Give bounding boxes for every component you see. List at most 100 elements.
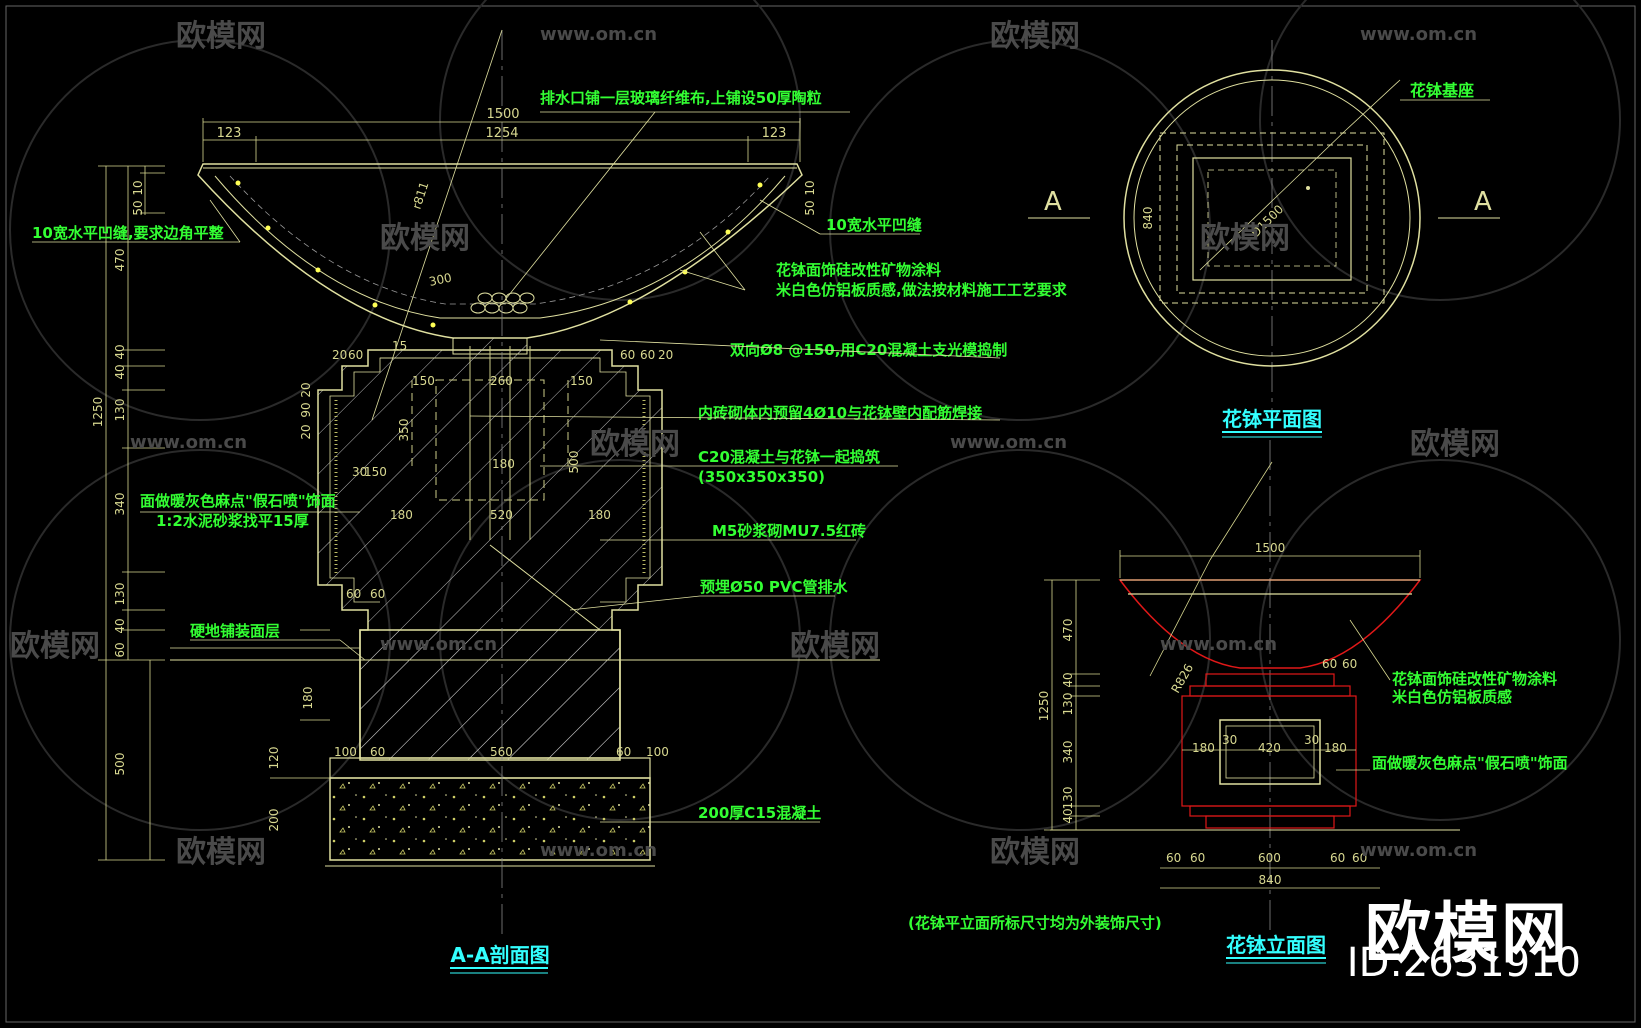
elev-note-finish-2: 米白色仿铝板质感	[1392, 688, 1512, 706]
elev-dim-60a: 60	[1322, 657, 1337, 671]
note-paving: 硬地铺装面层	[190, 622, 280, 640]
dim-left-40a: 40	[113, 344, 127, 359]
section-aa: 1500 123 1254 123 10 5	[32, 29, 1068, 974]
plan-title: 花钵平面图	[1222, 407, 1322, 431]
elev-footnote: (花钵平立面所标尺寸均为外装饰尺寸)	[908, 914, 1162, 932]
dim-left-500: 500	[113, 753, 127, 776]
elev-dim-130a: 130	[1061, 693, 1075, 716]
elev-note-stone: 面做暖灰色麻点"假石喷"饰面	[1372, 754, 1568, 772]
wm-brand-10: 欧模网	[990, 835, 1080, 870]
wm-brand-7: 欧模网	[10, 629, 100, 664]
dim-base-100l: 100	[334, 745, 357, 759]
elev-dim-60e: 60	[1330, 851, 1345, 865]
dim-base-60l: 60	[370, 745, 385, 759]
dim-left-200: 200	[267, 809, 281, 832]
dim-left-10: 10	[131, 180, 145, 195]
dim-top-middle: 1254	[485, 126, 518, 141]
dim-inner-180r: 180	[588, 508, 611, 522]
bowl-outline	[197, 163, 803, 339]
dim-left-130b: 130	[113, 583, 127, 606]
dim-left-130a: 130	[113, 399, 127, 422]
section-title: A-A剖面图	[450, 943, 549, 967]
dim-left-50: 50	[131, 200, 145, 215]
dim-top-overall: 1500	[486, 107, 519, 122]
dim-inner-500: 500	[567, 451, 581, 474]
dim-inner-15: 15	[392, 339, 407, 353]
elev-dim-1250: 1250	[1037, 691, 1051, 722]
dim-left-470: 470	[113, 249, 127, 272]
dim-top-left: 123	[217, 126, 242, 141]
wm-site-7: www.om.cn	[540, 840, 657, 861]
dim-inner-60b: 60	[370, 587, 385, 601]
wm-brand-9: 欧模网	[176, 835, 266, 870]
dim-base-100r: 100	[646, 745, 669, 759]
dim-inner-30: 30	[352, 465, 367, 479]
note-footing: 200厚C15混凝土	[698, 804, 821, 822]
elev-dim-60b: 60	[1342, 657, 1357, 671]
wm-brand-3: 欧模网	[380, 221, 470, 256]
wm-site-4: www.om.cn	[950, 432, 1067, 453]
dim-inner-520: 520	[490, 508, 513, 522]
elev-dim-60c: 60	[1166, 851, 1181, 865]
note-brick-rebar: 内砖砌体内预留4Ø10与花钵壁内配筋焊接	[698, 404, 982, 422]
wm-brand-6: 欧模网	[1410, 427, 1500, 462]
dim-inner-20r: 20	[658, 348, 673, 362]
dim-left-20a: 20	[299, 382, 313, 397]
plan-base-label: 花钵基座	[1410, 81, 1474, 100]
dim-inner-180l: 180	[390, 508, 413, 522]
dim-left-120: 120	[267, 747, 281, 770]
watermark-tiles: 欧模网 www.om.cn 欧模网 www.om.cn 欧模网 欧模网 www.…	[10, 19, 1500, 870]
dim-left-20b: 20	[299, 424, 313, 439]
wm-site-3: www.om.cn	[130, 432, 247, 453]
elev-dim-420: 420	[1258, 741, 1281, 755]
dim-base-560: 560	[490, 745, 513, 759]
watermark-id: ID:2631910	[1346, 940, 1581, 986]
dim-inner-60r2: 60	[640, 348, 655, 362]
elev-dim-40b: 40	[1061, 808, 1075, 823]
elev-dim-470: 470	[1061, 619, 1075, 642]
dim-left-90: 90	[299, 402, 313, 417]
plan-cut-left: A	[1044, 187, 1062, 217]
wm-brand-8: 欧模网	[790, 629, 880, 664]
dim-inner-180c: 180	[492, 457, 515, 471]
dim-inner-60r1: 60	[620, 348, 635, 362]
note-finish-1: 花钵面饰硅改性矿物涂料	[776, 261, 941, 279]
elev-dim-180l: 180	[1192, 741, 1215, 755]
wm-brand-2: 欧模网	[990, 19, 1080, 54]
elev-dim-30l: 30	[1222, 733, 1237, 747]
note-c20-size: (350x350x350)	[698, 468, 825, 486]
elev-dim-130b: 130	[1061, 787, 1075, 810]
plan-dim-side: 840	[1141, 207, 1155, 230]
dim-top-right: 123	[762, 126, 787, 141]
elev-dim-r826: R826	[1168, 661, 1196, 695]
wm-site-2: www.om.cn	[1360, 24, 1477, 45]
wm-site-5: www.om.cn	[380, 634, 497, 655]
elev-dim-40a: 40	[1061, 672, 1075, 687]
elev-dim-30r: 30	[1304, 733, 1319, 747]
dim-inner-r811: r811	[410, 180, 432, 211]
dim-inner-20l: 20	[332, 348, 347, 362]
dim-left-340: 340	[113, 493, 127, 516]
dim-inner-150r: 150	[570, 374, 593, 388]
plan-cut-right: A	[1474, 187, 1492, 217]
dim-left-180: 180	[301, 687, 315, 710]
note-rebar: 双向Ø8 @150,用C20混凝土支光模捣制	[730, 341, 1007, 359]
dim-left-1250: 1250	[91, 397, 105, 428]
elevation-title: 花钵立面图	[1226, 933, 1326, 957]
dim-inner-60l1: 60	[348, 348, 363, 362]
elev-dim-600: 600	[1258, 851, 1281, 865]
note-groove-left: 10宽水平凹缝,要求边角平整	[32, 224, 224, 242]
elev-dim-340: 340	[1061, 741, 1075, 764]
wm-brand-4: 欧模网	[1200, 221, 1290, 256]
wm-site-6: www.om.cn	[1160, 634, 1277, 655]
note-c20: C20混凝土与花钵一起捣筑	[698, 448, 880, 466]
wm-site-1: www.om.cn	[540, 24, 657, 45]
plan-view: A A D1500 840 花钵基座 花钵平面图	[1028, 40, 1500, 438]
dim-inner-350: 350	[397, 419, 411, 442]
note-stone-finish: 面做暖灰色麻点"假石喷"饰面	[140, 492, 336, 510]
dim-inner-150v: 150	[364, 465, 387, 479]
dim-inner-260: 260	[490, 374, 513, 388]
dim-base-60r: 60	[616, 745, 631, 759]
dim-left-60: 60	[113, 642, 127, 657]
